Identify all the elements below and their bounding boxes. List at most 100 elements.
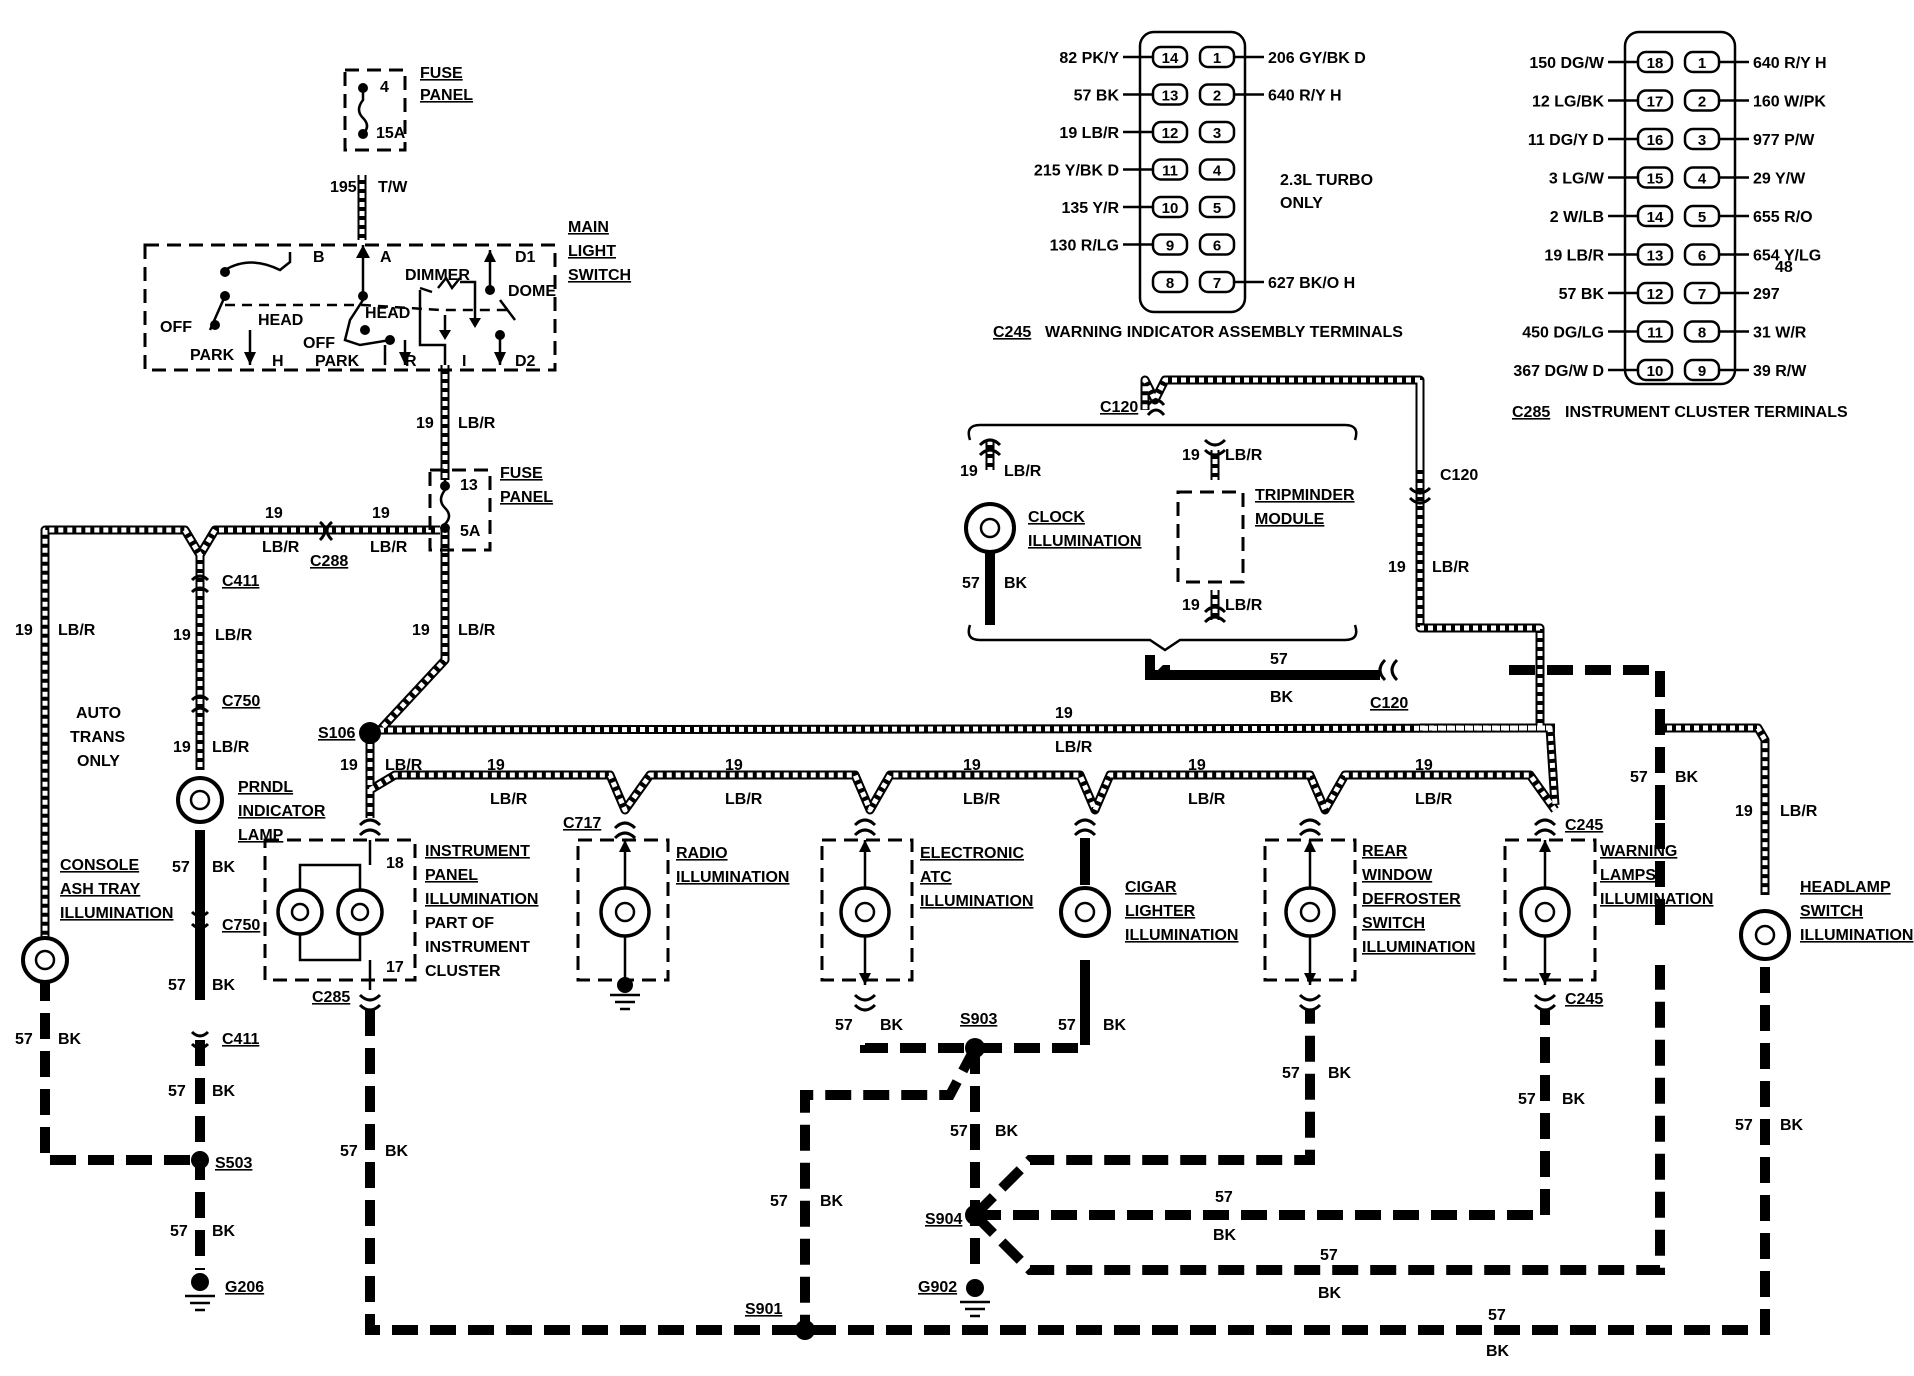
clock-tripminder-group: 19 LB/R 57 BK CLOCK ILLUMINATION 19 LB/R…: [960, 398, 1478, 712]
wire-bk-clock-out: BK: [1270, 689, 1294, 706]
bus-labels: S106 19 LB/R 19 LB/R 19 LB/R 19 LB/R 19 …: [318, 705, 1453, 808]
terminal-pin-number: 7: [1698, 286, 1706, 303]
wire-19-c288-right: 19: [372, 505, 390, 522]
c285-pin7-extra: 48: [1775, 259, 1793, 276]
wire-57-headlamp: 57: [1735, 1117, 1753, 1134]
pin17-label: 17: [386, 959, 404, 976]
tripminder-label-2: MODULE: [1255, 511, 1325, 528]
ground-wire-segment: [800, 1045, 980, 1330]
wire-19-bus-top: 19: [1055, 705, 1073, 722]
wire-lbr-bus-d: LB/R: [1188, 791, 1226, 808]
c245-caption-text: WARNING INDICATOR ASSEMBLY TERMINALS: [1045, 324, 1403, 341]
terminal-wire-label: 206 GY/BK D: [1268, 50, 1366, 67]
c285-caption-text: INSTRUMENT CLUSTER TERMINALS: [1565, 404, 1848, 421]
power-wires: [40, 175, 1770, 945]
c245-top-label: C245: [1565, 817, 1603, 834]
terminal-wire-label: 160 W/PK: [1753, 94, 1826, 111]
terminal-pin-number: 2: [1698, 94, 1706, 111]
wire-bk-s901-up: BK: [820, 1193, 844, 1210]
terminal-pin-number: 12: [1162, 125, 1179, 142]
wire-lbr-far-left: LB/R: [58, 622, 96, 639]
s903-label: S903: [960, 1011, 997, 1028]
wire-lbr-fuse-out: LB/R: [458, 622, 496, 639]
terminal-pin-box: [1198, 120, 1236, 144]
fuse-panel-mid-label-1: FUSE: [500, 465, 543, 482]
terminal-pin-number: 4: [1698, 171, 1707, 188]
turbo-label-1: 2.3L TURBO: [1280, 172, 1373, 189]
rear-label-4: SWITCH: [1362, 915, 1425, 932]
s106-label: S106: [318, 725, 355, 742]
terminal-pin-number: 8: [1166, 275, 1174, 292]
atc-label-1: ELECTRONIC: [920, 845, 1024, 862]
ground-wire-segment: [975, 1010, 1550, 1220]
terminal-pin-number: 1: [1698, 55, 1706, 72]
wire-19-clock: 19: [960, 463, 978, 480]
headlamp-label-2: SWITCH: [1800, 903, 1863, 920]
main-light-switch: B A D1 DIMMER DOME HEAD HEAD OFF OFF PAR…: [143, 219, 631, 372]
wire-bk-warning: BK: [1562, 1091, 1586, 1108]
warning-lamps-illumination: C245 C245 WARNING LAMPS ILLUMINATION 57 …: [1503, 769, 1713, 1108]
ground-wire-segment: [40, 975, 200, 1165]
terminal-wire-label: 82 PK/Y: [1059, 50, 1119, 67]
wire-57-c411: 57: [168, 1083, 186, 1100]
terminal-pin-number: 16: [1647, 132, 1664, 149]
warning-label-1: WARNING: [1600, 843, 1677, 860]
c411-bottom-label: C411: [222, 1031, 259, 1048]
wire-lbr-switch-out: LB/R: [458, 415, 496, 432]
wire-57-warning: 57: [1518, 1091, 1536, 1108]
terminal-pin-number: 14: [1162, 50, 1179, 67]
wire-bk-c750: BK: [212, 977, 236, 994]
warning-label-3: ILLUMINATION: [1600, 891, 1713, 908]
terminal-wire-label: 19 LB/R: [1059, 125, 1119, 142]
cigar-label-1: CIGAR: [1125, 879, 1177, 896]
c285-caption-connector: C285: [1512, 404, 1550, 421]
terminal-wire-label: 135 Y/R: [1061, 200, 1119, 217]
terminal-pin-number: 8: [1698, 325, 1706, 342]
fuse-panel-top: 4 15A FUSE PANEL 195 T/W: [330, 65, 473, 196]
terminal-pin-number: 11: [1647, 325, 1663, 342]
prndl-label-1: PRNDL: [238, 779, 293, 796]
wire-57-ip: 57: [340, 1143, 358, 1160]
terminal-pin-number: 4: [1213, 163, 1222, 180]
terminal-wire-label: 3 LG/W: [1549, 171, 1605, 188]
sw-r-label: R: [405, 353, 417, 370]
wire-tw-label: T/W: [378, 179, 408, 196]
wire-lbr-bus-b: LB/R: [725, 791, 763, 808]
terminal-pin-number: 6: [1213, 238, 1221, 255]
c288-label: C288: [310, 553, 348, 570]
console-label-3: ILLUMINATION: [60, 905, 173, 922]
wire-bk-s503: BK: [212, 1223, 236, 1240]
ip-illum-1: INSTRUMENT: [425, 843, 530, 860]
wire-19-headlamp: 19: [1735, 803, 1753, 820]
wire-bk-right-riser: BK: [1675, 769, 1699, 786]
terminal-pin-number: 11: [1162, 163, 1178, 180]
radio-label-2: ILLUMINATION: [676, 869, 789, 886]
wire-bk-s903-down: BK: [995, 1123, 1019, 1140]
wire-lbr-bus-c: LB/R: [963, 791, 1001, 808]
rear-defroster-illumination: REAR WINDOW DEFROSTER SWITCH ILLUMINATIO…: [1263, 818, 1475, 1082]
rear-label-3: DEFROSTER: [1362, 891, 1461, 908]
terminal-wire-label: 19 LB/R: [1544, 248, 1604, 265]
ip-illum-4: PART OF: [425, 915, 494, 932]
fuse-top-pin: 4: [380, 79, 389, 96]
ground-wire-segment: [971, 965, 1665, 1275]
cigar-lighter-illumination: CIGAR LIGHTER ILLUMINATION 57 BK S903: [960, 818, 1238, 1058]
wire-19-bus-a: 19: [487, 757, 505, 774]
wire-19-bus-d: 19: [1188, 757, 1206, 774]
atc-illumination: ELECTRONIC ATC ILLUMINATION 57 BK: [820, 818, 1033, 1034]
terminal-wire-label: 215 Y/BK D: [1034, 163, 1119, 180]
ip-illum-3: ILLUMINATION: [425, 891, 538, 908]
wire-bk-cigar: BK: [1103, 1017, 1127, 1034]
wire-57-console: 57: [15, 1031, 33, 1048]
wire-57-s503: 57: [170, 1223, 188, 1240]
power-wire-segment: [1142, 377, 1543, 728]
power-wire-segment: [368, 772, 1558, 813]
console-ash-tray-lamp: CONSOLE ASH TRAY ILLUMINATION 57 BK: [15, 857, 173, 1048]
cigar-label-3: ILLUMINATION: [1125, 927, 1238, 944]
wire-lbr-headlamp: LB/R: [1780, 803, 1818, 820]
fuse-panel-mid-label-2: PANEL: [500, 489, 553, 506]
fuse-panel-top-label-1: FUSE: [420, 65, 463, 82]
terminal-pin-number: 2: [1213, 88, 1221, 105]
rear-label-2: WINDOW: [1362, 867, 1433, 884]
ground-wire-segment: [971, 1010, 1315, 1219]
